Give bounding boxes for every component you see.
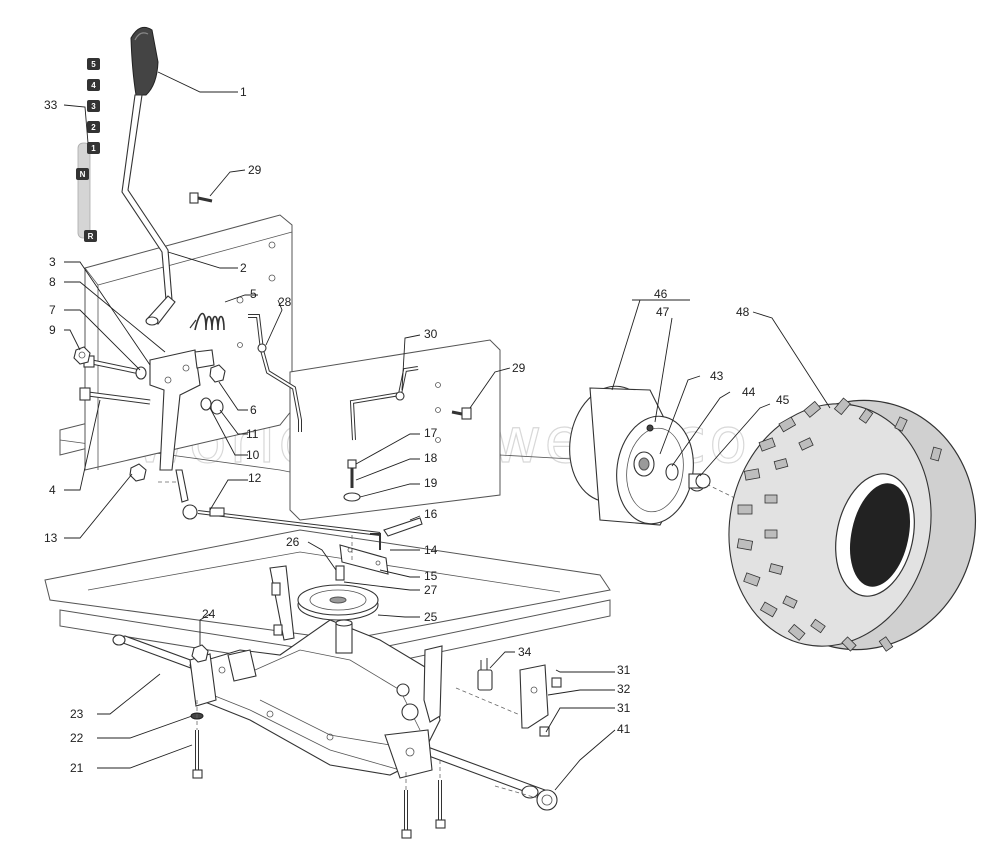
svg-text:4: 4 bbox=[91, 81, 96, 90]
gear-badge-r: R bbox=[84, 230, 97, 242]
lever-bracket bbox=[149, 349, 215, 471]
label-43: 43 bbox=[710, 369, 724, 383]
label-31-upper: 31 bbox=[617, 663, 631, 677]
gear-badge-1: 1 bbox=[87, 142, 100, 154]
label-17: 17 bbox=[424, 426, 438, 440]
gear-badge-n: N bbox=[76, 168, 89, 180]
bolt-4 bbox=[79, 387, 151, 405]
label-2: 2 bbox=[240, 261, 247, 275]
gear-indicator-strip bbox=[77, 142, 91, 239]
svg-text:2: 2 bbox=[91, 123, 96, 132]
label-29-upper: 29 bbox=[248, 163, 262, 177]
svg-text:5: 5 bbox=[91, 60, 96, 69]
bolt-29-right bbox=[451, 407, 472, 420]
washer-44 bbox=[665, 463, 679, 481]
label-30: 30 bbox=[424, 327, 438, 341]
label-26: 26 bbox=[286, 535, 300, 549]
label-4: 4 bbox=[49, 483, 56, 497]
spring bbox=[189, 312, 225, 331]
label-32: 32 bbox=[617, 682, 631, 696]
label-28: 28 bbox=[278, 295, 292, 309]
leader-lines bbox=[63, 71, 831, 791]
label-41: 41 bbox=[617, 722, 631, 736]
label-5: 5 bbox=[250, 287, 257, 301]
pulley-25 bbox=[297, 584, 379, 621]
label-47: 47 bbox=[656, 305, 670, 319]
label-48: 48 bbox=[736, 305, 750, 319]
label-29-right: 29 bbox=[512, 361, 526, 375]
svg-text:3: 3 bbox=[91, 102, 96, 111]
label-25: 25 bbox=[424, 610, 438, 624]
label-19: 19 bbox=[424, 476, 438, 490]
svg-text:1: 1 bbox=[91, 144, 96, 153]
label-10: 10 bbox=[246, 448, 260, 462]
bracket-26 bbox=[269, 565, 345, 641]
label-44: 44 bbox=[742, 385, 756, 399]
washer-8 bbox=[135, 366, 147, 380]
nut-6 bbox=[209, 364, 226, 383]
linkage-rod-30 bbox=[349, 366, 419, 441]
bolt-31-lower bbox=[539, 726, 550, 737]
nut-24 bbox=[191, 644, 209, 663]
control-rod bbox=[175, 469, 381, 550]
label-15: 15 bbox=[424, 569, 438, 583]
transaxle bbox=[112, 619, 547, 799]
label-31-lower: 31 bbox=[617, 701, 631, 715]
label-3: 3 bbox=[49, 255, 56, 269]
washer-19 bbox=[343, 492, 361, 502]
clip-16 bbox=[383, 517, 423, 537]
svg-text:R: R bbox=[88, 232, 94, 241]
label-23: 23 bbox=[70, 707, 84, 721]
label-9: 9 bbox=[49, 323, 56, 337]
label-7: 7 bbox=[49, 303, 56, 317]
label-18: 18 bbox=[424, 451, 438, 465]
label-22: 22 bbox=[70, 731, 84, 745]
label-46: 46 bbox=[654, 287, 668, 301]
svg-text:N: N bbox=[80, 170, 86, 179]
gear-badge-2: 2 bbox=[87, 121, 100, 133]
gear-badge-4: 4 bbox=[87, 79, 100, 91]
label-21: 21 bbox=[70, 761, 84, 775]
label-27: 27 bbox=[424, 583, 438, 597]
linkage-rod-28 bbox=[248, 314, 302, 432]
wheel-rim bbox=[569, 385, 694, 526]
label-34: 34 bbox=[518, 645, 532, 659]
side-plate bbox=[289, 339, 501, 521]
label-16: 16 bbox=[424, 507, 438, 521]
bolt-31-upper bbox=[551, 677, 562, 688]
gear-lever-rod bbox=[121, 94, 176, 326]
bushing-45 bbox=[688, 473, 711, 492]
washer-41 bbox=[536, 789, 558, 811]
label-11: 11 bbox=[246, 427, 259, 441]
label-45: 45 bbox=[776, 393, 790, 407]
label-13: 13 bbox=[44, 531, 58, 545]
label-8: 8 bbox=[49, 275, 56, 289]
label-6: 6 bbox=[250, 403, 257, 417]
gear-badge-5: 5 bbox=[87, 58, 100, 70]
switch-34 bbox=[477, 658, 493, 691]
label-14: 14 bbox=[424, 543, 438, 557]
tyre-tread bbox=[736, 397, 942, 652]
label-24: 24 bbox=[202, 607, 216, 621]
callout-labels: 1 2 3 4 5 6 7 8 9 10 11 12 13 14 15 16 1… bbox=[44, 85, 790, 775]
gear-badge-3: 3 bbox=[87, 100, 100, 112]
label-1: 1 bbox=[240, 85, 247, 99]
bolts-21 bbox=[192, 730, 446, 839]
nut-13 bbox=[129, 463, 147, 482]
gear-indicator-labels: 5 4 3 2 1 N R bbox=[76, 58, 100, 242]
tyre bbox=[728, 397, 977, 652]
nut-9 bbox=[73, 346, 91, 365]
label-33: 33 bbox=[44, 98, 58, 112]
gear-lever-knob bbox=[130, 26, 159, 96]
label-12: 12 bbox=[248, 471, 262, 485]
bolt-29-upper bbox=[189, 192, 213, 204]
bracket-32 bbox=[519, 664, 549, 729]
